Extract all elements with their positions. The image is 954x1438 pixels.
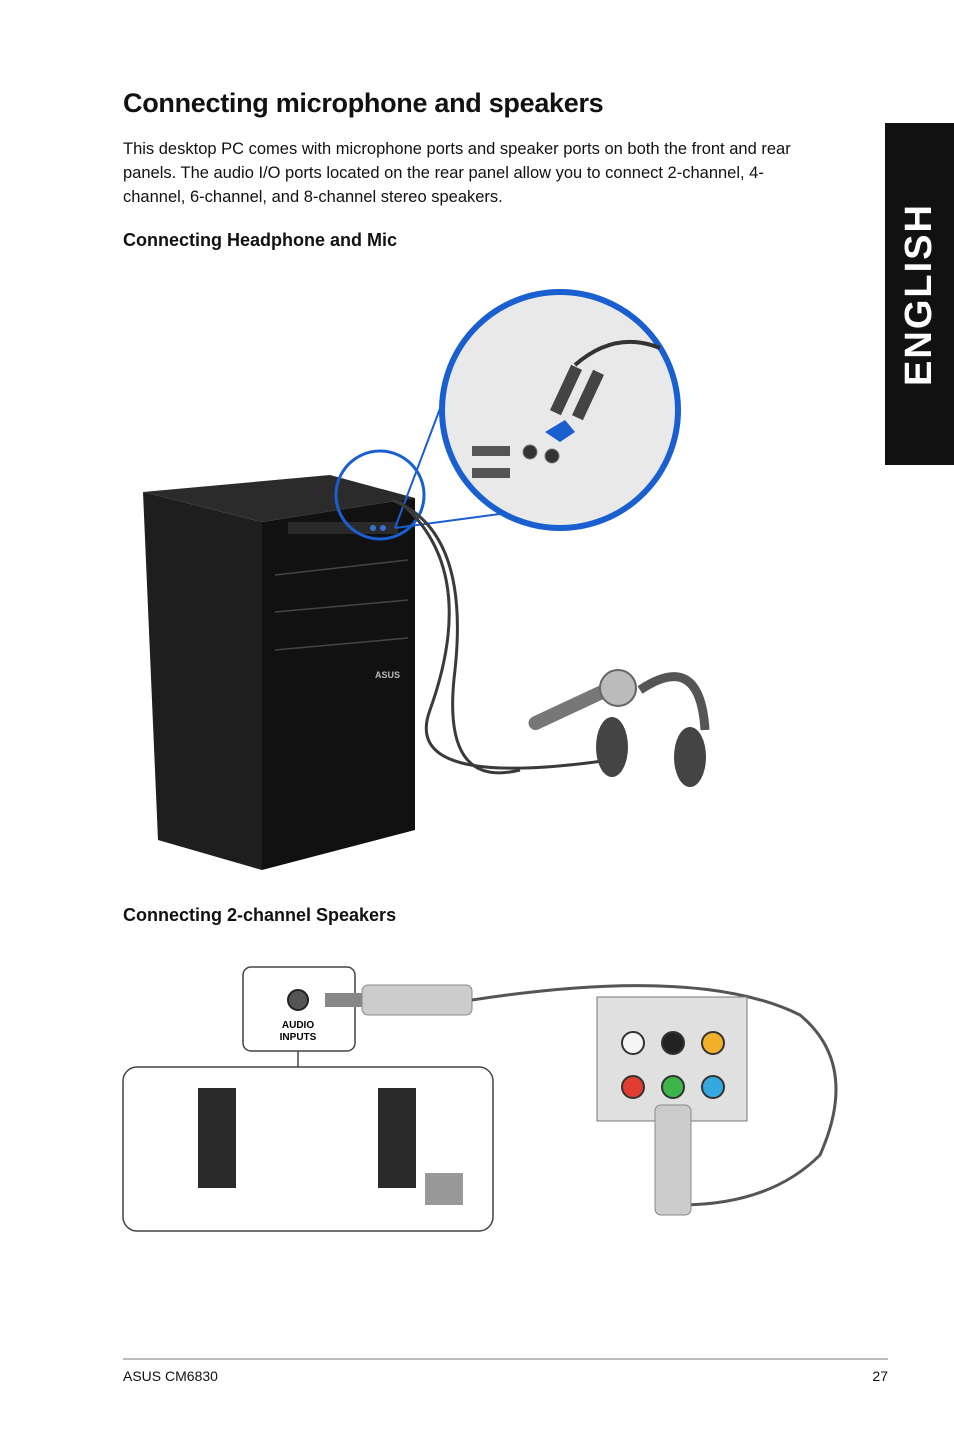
right-speaker <box>378 1088 416 1188</box>
jack-green <box>661 1075 685 1099</box>
front-io-strip <box>288 522 398 534</box>
jack-orange <box>701 1031 725 1055</box>
audio-input-jack <box>287 989 309 1011</box>
microphone-head <box>599 669 637 707</box>
intro-paragraph: This desktop PC comes with microphone po… <box>123 140 791 206</box>
left-speaker <box>198 1088 236 1188</box>
language-tab: ENGLISH <box>885 123 954 465</box>
section-heading-headphone-mic: Connecting Headphone and Mic <box>123 230 398 250</box>
headphone-left-cup <box>596 717 628 777</box>
footer-divider <box>123 1358 888 1360</box>
speakers-group <box>122 1066 494 1232</box>
callout-line2: INPUTS <box>280 1032 317 1043</box>
rear-audio-panel <box>596 996 748 1122</box>
subwoofer <box>425 1173 463 1205</box>
section-heading-2ch-speakers: Connecting 2-channel Speakers <box>123 905 397 925</box>
jack-white <box>621 1031 645 1055</box>
jack-pink <box>621 1075 645 1099</box>
zoom-source-circle <box>334 449 426 541</box>
tower-top <box>143 475 415 522</box>
page-number: 27 <box>872 1368 888 1384</box>
jack-black <box>661 1031 685 1055</box>
tower-front-panel <box>262 498 415 870</box>
speakers-illustration: AUDIO INPUTS <box>122 966 838 1232</box>
rca-plug <box>325 993 363 1007</box>
headphone-band <box>637 672 710 731</box>
page-title: Connecting microphone and speakers <box>123 88 604 118</box>
speaker-cable <box>471 984 838 1207</box>
tower-side-panel <box>143 492 262 870</box>
headphone-right-cup <box>674 727 706 787</box>
front-audio-jack <box>370 525 376 531</box>
jack-blue <box>701 1075 725 1099</box>
insert-arrow <box>545 420 575 442</box>
asus-logo: ASUS <box>375 670 400 680</box>
callout-line1: AUDIO <box>282 1020 314 1031</box>
headphone-mic-illustration: ASUS <box>143 289 710 870</box>
footer-model: ASUS CM6830 <box>123 1368 218 1384</box>
microphone <box>528 683 612 731</box>
usb-port <box>472 446 510 456</box>
green-jack-plug <box>654 1104 692 1216</box>
